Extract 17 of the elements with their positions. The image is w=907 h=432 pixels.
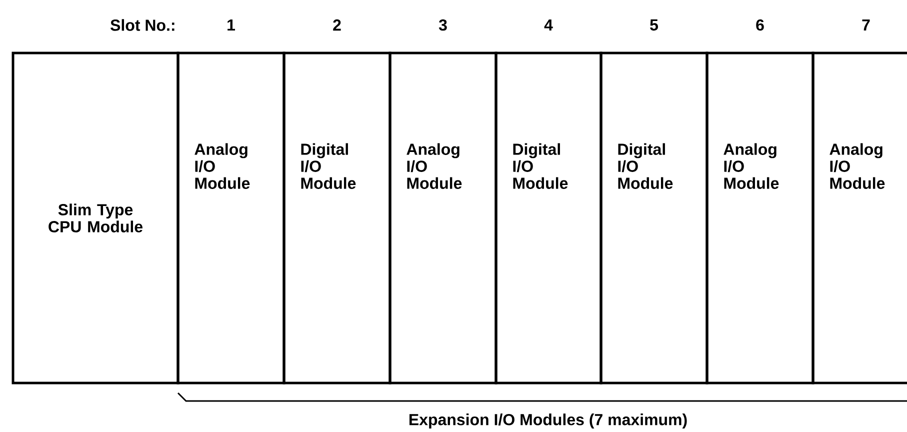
slot-label: Slot No.: — [110, 19, 174, 31]
slot-number: 6 — [756, 19, 764, 31]
slot-number: 1 — [228, 20, 235, 30]
module-slot-box: Digital I/O Module — [282, 52, 392, 384]
module-slot-box: Analog I/O Module — [388, 52, 498, 384]
slot-number: 3 — [438, 19, 447, 31]
module-slot-box: Digital I/O Module — [494, 52, 602, 384]
slot-number: 7 — [862, 20, 870, 30]
module-slot-box: Digital I/O Module — [600, 52, 708, 384]
cpu-module-box: Slim Type CPU Module — [12, 52, 180, 384]
slot-number: 5 — [650, 19, 658, 31]
module-slot-box: Analog I/O Module — [176, 52, 286, 384]
bracket-label: Expansion I/O Modules (7 maximum) — [410, 414, 687, 428]
slot-number: 2 — [333, 19, 341, 31]
slot-number: 4 — [544, 20, 553, 30]
module-slot-box: Analog I/O Module — [812, 52, 907, 384]
module-slot-box: Analog I/O Module — [706, 52, 814, 384]
